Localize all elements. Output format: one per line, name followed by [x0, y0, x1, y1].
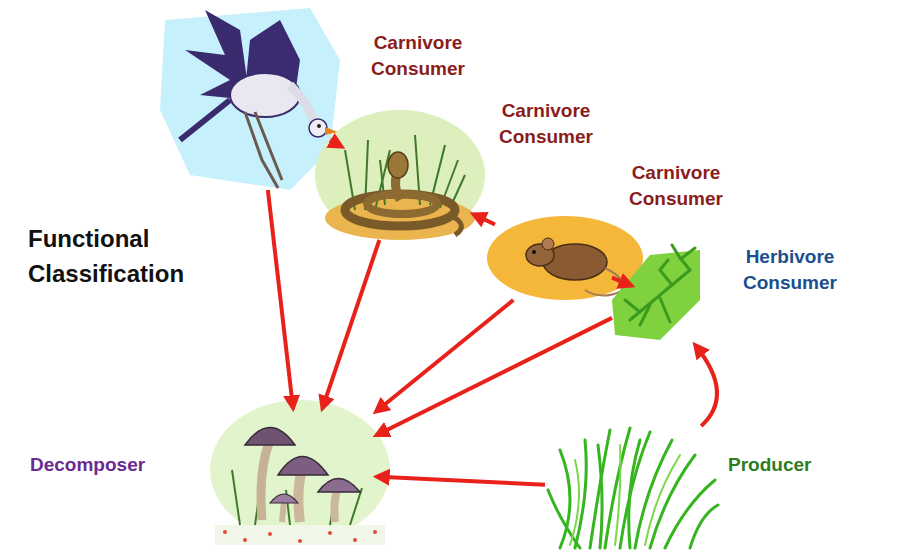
carnivore-node: Carnivore Consumer — [170, 10, 345, 190]
energy-flow-arrow — [330, 140, 340, 145]
mantis — [625, 245, 695, 325]
grass-patch — [315, 110, 485, 240]
energy-flow-arrow — [475, 215, 495, 224]
organism-label: Carnivore Consumer — [481, 98, 611, 149]
grass-highlights — [570, 445, 680, 545]
energy-flow-arrow — [378, 300, 514, 410]
organism-label: Carnivore Consumer — [611, 160, 741, 211]
sky-patch — [160, 8, 340, 190]
grass-tuft — [548, 428, 718, 548]
secretary-bird — [180, 10, 338, 188]
soil-dots — [223, 530, 377, 543]
carnivore-node: Carnivore Consumer — [330, 118, 470, 240]
ground-patch — [487, 216, 643, 300]
organism-label: Decomposer — [30, 452, 145, 478]
grass-blades — [232, 470, 362, 525]
energy-flow-arrow — [612, 278, 629, 285]
organism-label: Herbivore Consumer — [725, 244, 855, 295]
cobra — [345, 152, 461, 235]
mushrooms — [245, 428, 360, 523]
organism-label: Carnivore Consumer — [353, 30, 483, 81]
organism-label: Producer — [728, 452, 811, 478]
decomposer-node: Decomposer — [228, 412, 373, 534]
carnivore-node: Carnivore Consumer — [495, 216, 635, 300]
energy-flow-arrow — [268, 190, 293, 406]
diagram-title: Functional Classification — [28, 222, 228, 292]
mouse — [526, 238, 623, 296]
leaf-patch — [612, 250, 700, 340]
energy-flow-arrow — [696, 347, 717, 426]
energy-flow-arrow — [378, 318, 612, 434]
ground-patch — [210, 400, 390, 540]
producer-node: Producer — [545, 426, 720, 552]
herbivore-node: Herbivore Consumer — [612, 250, 700, 342]
energy-flow-arrow — [379, 477, 545, 485]
energy-flow-arrow — [323, 240, 379, 406]
soil — [215, 525, 385, 545]
